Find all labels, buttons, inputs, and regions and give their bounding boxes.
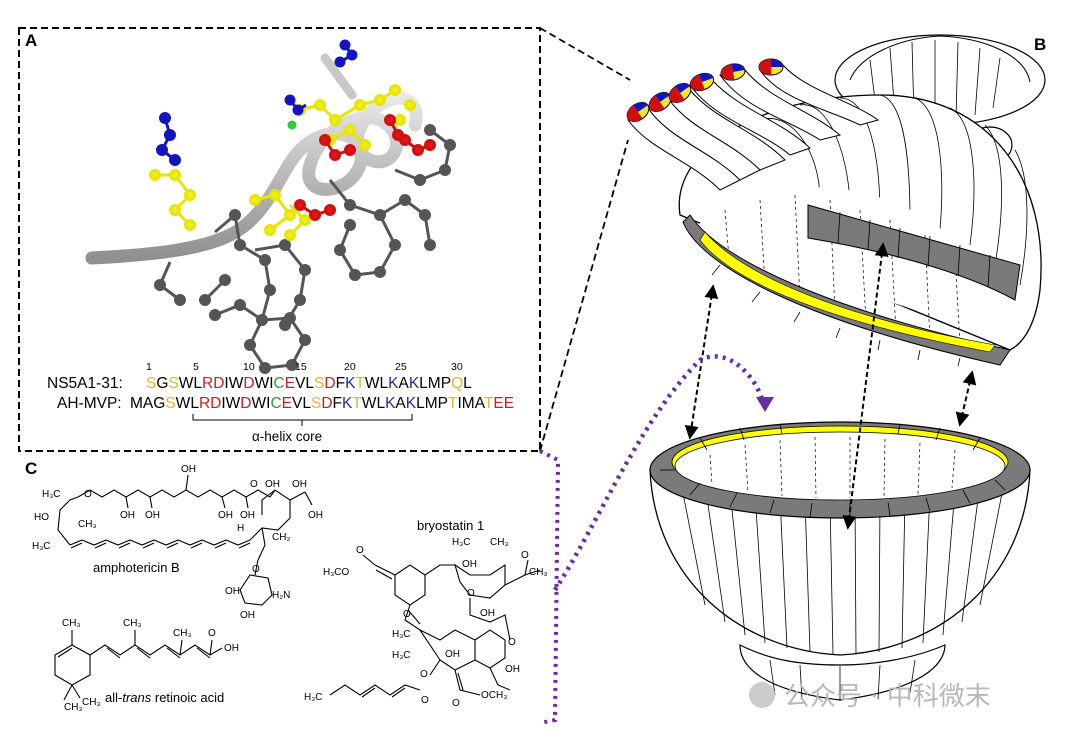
chem-label: HO [34, 512, 49, 523]
chem-label: CH₃ [64, 702, 83, 713]
purple-insertion-arrow [553, 354, 768, 592]
residue-number: 30 [451, 361, 463, 373]
chem-label: O [521, 550, 529, 561]
residue-number: 20 [344, 361, 356, 373]
chem-label: H₃CO [323, 567, 350, 578]
mating-arrows [684, 242, 977, 530]
lower-hemisphere [649, 421, 1031, 701]
chem-label: CH₃ [173, 628, 192, 639]
watermark-text: 公众号 · 中科微末 [784, 682, 991, 712]
wechat-icon [749, 682, 775, 708]
chem-label: O [508, 637, 516, 648]
chem-label: CH₃ [82, 697, 101, 708]
chem-label: OH [462, 559, 477, 570]
chem-label: OH [292, 479, 307, 490]
side-chains-red [294, 114, 436, 221]
chem-label: O [84, 489, 92, 500]
residue-number: 1 [146, 361, 152, 373]
chem-label: OH [240, 610, 255, 621]
chem-label: CH₃ [123, 618, 142, 629]
chem-label: CH₃ [62, 618, 81, 629]
chem-label: O [403, 609, 411, 620]
retinoic-labels: CH₃ CH₃ CH₃ O OH CH₃ CH₃ [62, 618, 239, 713]
panel-a-label: A [25, 31, 37, 50]
chem-label: O [356, 545, 364, 556]
residue-number: 25 [395, 361, 407, 373]
bryostatin-structure [329, 554, 541, 698]
watermark: 公众号 · 中科微末 [749, 682, 991, 712]
chem-label: CH₃ [78, 519, 97, 530]
chem-label: O [421, 695, 429, 706]
chem-label: OH [308, 510, 323, 521]
panel-a: A [18, 27, 541, 452]
panel-a-to-b-connector [539, 27, 631, 452]
chem-label: OH [181, 464, 196, 475]
chem-label: OH [120, 510, 135, 521]
side-chains-yellow [149, 84, 416, 241]
chem-label: O [420, 669, 428, 680]
panel-a-frame [18, 27, 541, 452]
residue-numbers: 1 5 10 15 20 25 30 [146, 361, 463, 373]
ah-mvp-label: AH-MVP: [57, 395, 122, 412]
chem-label: OH [265, 479, 280, 490]
panel-b-label: B [1034, 35, 1046, 54]
chem-label: H [237, 523, 244, 534]
helix-tubes [626, 58, 880, 191]
chem-label: CH₃ [490, 537, 509, 548]
chem-label: OH [445, 649, 460, 660]
green-atom [287, 120, 297, 130]
ah-mvp-sequence: MAGSWLRDIWDWICEVLSDFKTWLKAKLMPTIMATEE [130, 395, 514, 412]
chem-label: OCH₃ [481, 690, 507, 701]
amphotericin-name: amphotericin B [93, 560, 180, 575]
chem-label: H₃C [32, 541, 51, 552]
purple-arrow-head [756, 397, 774, 412]
chem-label: H₃C [392, 629, 411, 640]
chem-label: H₃C [42, 489, 61, 500]
residue-number: 10 [243, 361, 255, 373]
chem-label: CH₃ [529, 567, 548, 578]
chem-label: O [208, 628, 216, 639]
panel-b: B [553, 34, 1046, 701]
side-chains-gray [154, 124, 456, 374]
bryostatin-name: bryostatin 1 [417, 518, 484, 533]
panel-c-label: C [25, 459, 37, 478]
bryostatin-labels: H₃CO O O H₃C CH₃ OH O OH O CH₃ H₃C H₃C O… [304, 537, 548, 709]
helix-core-bracket [192, 414, 413, 426]
chem-label: H₃C [392, 650, 411, 661]
retinoic-acid-structure [54, 630, 223, 701]
chem-label: H₃C [304, 692, 323, 703]
chem-label: OH [480, 608, 495, 619]
amphotericin-b-structure [57, 474, 313, 606]
panel-c: C H₃C O HO CH₃ H₃C OH OH OH OH [25, 449, 561, 725]
chem-label: H₂N [272, 590, 290, 601]
chem-label: OH [505, 664, 520, 675]
panel-c-bracket [539, 449, 561, 725]
chem-label: O [250, 479, 258, 490]
ns5a-sequence: SGSWLRDIWDWICEVLSDFKTWLKAKLMPQL [146, 375, 472, 392]
chem-label: OH [240, 510, 255, 521]
chem-label: CH₂ [272, 532, 290, 543]
chem-label: OH [224, 643, 239, 654]
helix-tube-ends [626, 58, 784, 123]
helix-core-label: α-helix core [252, 429, 322, 444]
ns5a-label: NS5A1-31: [47, 375, 123, 392]
retinoic-acid-name: all-trans retinoic acid [105, 690, 224, 705]
chem-label: O [467, 588, 475, 599]
chem-label: H₃C [452, 537, 471, 548]
chem-label: OH [218, 510, 233, 521]
chem-label: OH [225, 586, 240, 597]
side-chains-blue [156, 39, 358, 166]
chem-label: O [252, 564, 260, 575]
peptide-3d-model [85, 39, 456, 374]
residue-number: 5 [193, 361, 199, 373]
amphotericin-labels: H₃C O HO CH₃ H₃C OH OH OH OH OH O OH OH … [32, 464, 323, 621]
residue-number: 15 [295, 361, 307, 373]
chem-label: O [452, 698, 460, 709]
chem-label: OH [145, 510, 160, 521]
